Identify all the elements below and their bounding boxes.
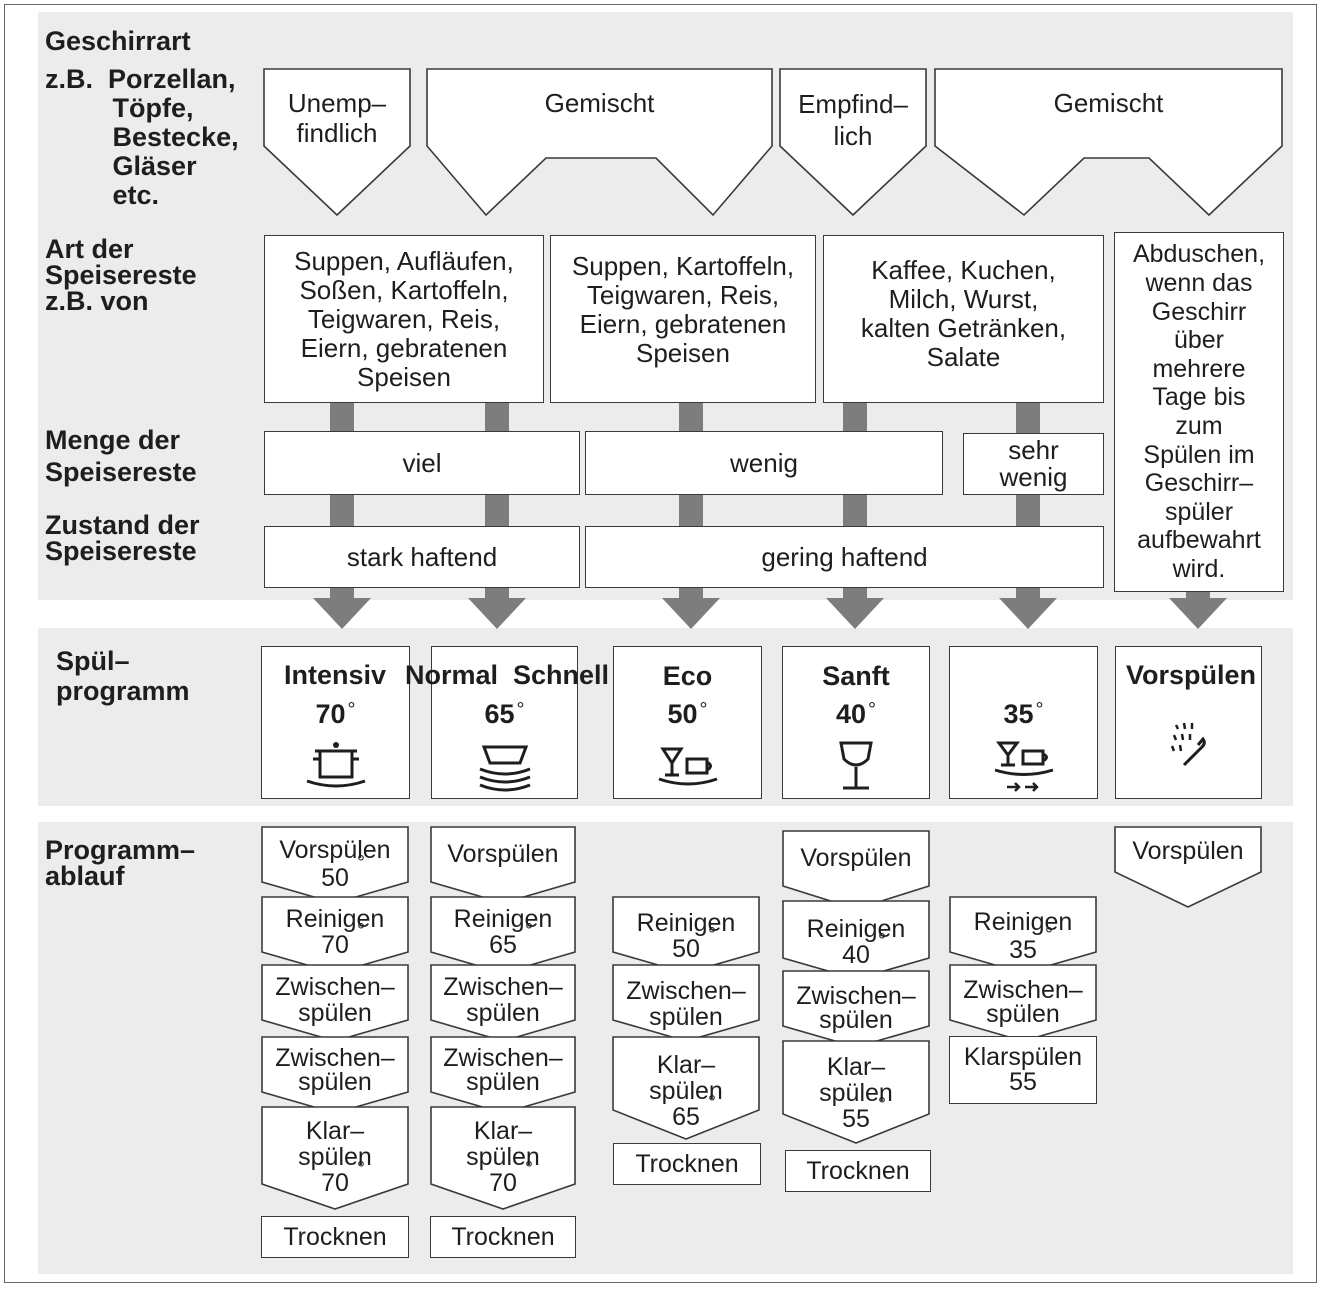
- flow-step-normal-1: Reinigen 65°: [430, 896, 576, 974]
- program-intensiv: 70°: [261, 646, 410, 799]
- flow-step-intensiv-4: Klar– spülen 70°: [261, 1106, 409, 1210]
- flow-step-eco-2: Klar– spülen 65°: [612, 1036, 760, 1140]
- program-35: 35°: [949, 646, 1098, 799]
- label-spuelprogramm: Spül– programm: [56, 646, 190, 706]
- glass-cup-plate-icon: [614, 737, 761, 797]
- program-name-intensiv: Intensiv: [284, 660, 387, 690]
- geschirr-empfindlich: Empfind– lich: [779, 68, 927, 217]
- degree-mark: °: [708, 924, 716, 946]
- flow-step-normal-3: Zwischen– spülen: [430, 1036, 576, 1114]
- flow-step-intensiv-1: Reinigen 70°: [261, 896, 409, 974]
- label-menge: Menge der Speisereste: [45, 425, 197, 487]
- spray-hand-icon: [1116, 715, 1261, 775]
- flow-step-quick-0: Reinigen 35°: [949, 896, 1097, 974]
- degree-mark: °: [357, 852, 365, 874]
- flow-step-eco-3: Trocknen: [613, 1143, 761, 1185]
- speisereste-box-3: Kaffee, Kuchen, Milch, Wurst, kalten Get…: [823, 235, 1104, 403]
- program-name-normal: Normal: [405, 660, 499, 690]
- flow-step-eco-1: Zwischen– spülen: [612, 964, 760, 1042]
- glass-cup-quick-icon: [950, 737, 1097, 797]
- zustand-gering-haftend: gering haftend: [585, 526, 1104, 588]
- label-programmablauf: Programm– ablauf: [45, 835, 196, 891]
- flow-step-normal-2: Zwischen– spülen: [430, 964, 576, 1042]
- program-name-schnell: Schnell: [513, 660, 610, 690]
- program-normal: 65°: [431, 646, 578, 799]
- label-zustand: Zustand der Speisereste: [45, 510, 200, 566]
- menge-sehr-wenig: sehr wenig: [963, 433, 1104, 495]
- flow-step-sanft-3: Klar– spülen 55°: [782, 1040, 930, 1144]
- degree-mark: °: [1045, 924, 1053, 946]
- geschirr-gemischt-2: Gemischt: [934, 68, 1283, 217]
- flow-step-intensiv-0: Vorspülen 50°: [261, 826, 409, 904]
- program-normal-temp: 65°: [484, 699, 525, 729]
- geschirr-gemischt-1: Gemischt: [426, 68, 773, 217]
- flow-step-normal-0: Vorspülen: [430, 826, 576, 904]
- stacked-plates-icon: [432, 737, 577, 797]
- label-art-speisereste: Art der Speisereste z.B. von: [45, 234, 197, 316]
- pot-icon: [262, 737, 409, 797]
- flow-step-sanft-2: Zwischen– spülen: [782, 970, 930, 1048]
- wine-glass-icon: [783, 737, 929, 797]
- flow-step-normal-5: Trocknen: [430, 1216, 576, 1258]
- flow-step-intensiv-2: Zwischen– spülen: [261, 964, 409, 1042]
- menge-wenig: wenig: [585, 431, 943, 495]
- flow-step-vorspuelen-0: Vorspülen: [1114, 826, 1262, 908]
- geschirr-unempfindlich: Unemp– findlich: [263, 68, 411, 217]
- flow-step-quick-2: Klarspülen 55: [949, 1036, 1097, 1104]
- degree-mark: °: [357, 920, 365, 942]
- program-eco-temp: 50°: [667, 699, 708, 729]
- flow-step-intensiv-5: Trocknen: [261, 1216, 409, 1258]
- degree-mark: °: [357, 1158, 365, 1180]
- flow-step-sanft-4: Trocknen: [785, 1150, 931, 1192]
- program-vorspuelen: [1115, 646, 1262, 799]
- flow-step-sanft-1: Reinigen 40°: [782, 900, 930, 980]
- program-name-eco: Eco: [662, 661, 713, 691]
- menge-viel: viel: [264, 431, 580, 495]
- zustand-stark-haftend: stark haftend: [264, 526, 580, 588]
- flow-step-intensiv-3: Zwischen– spülen: [261, 1036, 409, 1114]
- degree-mark: °: [878, 1094, 886, 1116]
- degree-mark: °: [525, 1158, 533, 1180]
- flow-step-eco-0: Reinigen 50°: [612, 896, 760, 974]
- flow-step-sanft-0: Vorspülen: [782, 830, 930, 910]
- flow-step-normal-4: Klar– spülen 70°: [430, 1106, 576, 1210]
- flow-step-quick-1: Zwischen– spülen: [949, 964, 1097, 1042]
- speisereste-box-1: Suppen, Aufläufen, Soßen, Kartoffeln, Te…: [264, 235, 544, 403]
- degree-mark: °: [708, 1092, 716, 1114]
- degree-mark: °: [878, 930, 886, 952]
- label-geschirrart-examples: z.B. Porzellan, Töpfe, Bestecke, Gläser …: [45, 64, 239, 210]
- program-sanft: Sanft 40°: [782, 646, 930, 799]
- program-name-sanft: Sanft: [822, 661, 890, 691]
- program-name-vorspuelen: Vorspülen: [1126, 660, 1257, 690]
- degree-mark: °: [525, 920, 533, 942]
- program-sanft-temp: 40°: [835, 699, 877, 729]
- program-intensiv-temp: 70°: [315, 699, 356, 729]
- program-eco: Eco 50°: [613, 646, 762, 799]
- diagram-frame: [4, 4, 1317, 1283]
- label-geschirrart: Geschirrart: [45, 26, 191, 56]
- speisereste-box-2: Suppen, Kartoffeln, Teigwaren, Reis, Eie…: [550, 235, 816, 403]
- program-35-temp: 35°: [1003, 699, 1044, 729]
- speisereste-box-4: Abduschen, wenn das Geschirr über mehrer…: [1114, 232, 1284, 592]
